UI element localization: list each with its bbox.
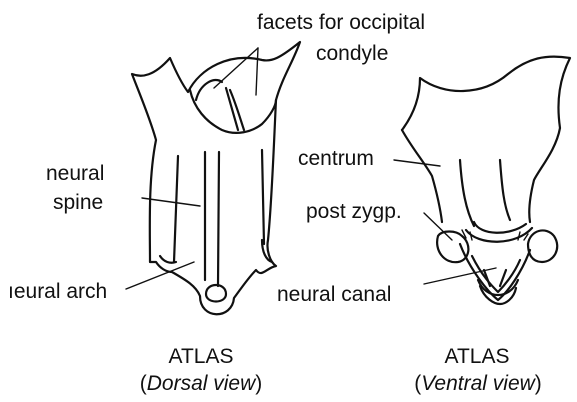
neural-arch-label: ıeural arch [8, 281, 107, 302]
right-caption-view: (Ventral view) [384, 373, 572, 394]
ventral-leader-lines [394, 160, 496, 284]
neural-spine-label-line2: spine [53, 192, 103, 213]
post-zygp-label: post zygp. [306, 201, 402, 222]
centrum-label: centrum [298, 148, 374, 169]
facets-label-line2: condyle [316, 43, 388, 64]
neural-spine-label-line1: neural [46, 163, 104, 184]
left-caption-view: (Dorsal view) [114, 373, 288, 394]
left-caption-title: ATLAS [124, 346, 278, 367]
facets-label-line1: facets for occipital [257, 12, 425, 33]
dorsal-atlas-outline [132, 42, 300, 314]
right-caption-title: ATLAS [402, 346, 552, 367]
neural-canal-label: neural canal [277, 284, 391, 305]
ventral-atlas-outline [402, 57, 570, 304]
